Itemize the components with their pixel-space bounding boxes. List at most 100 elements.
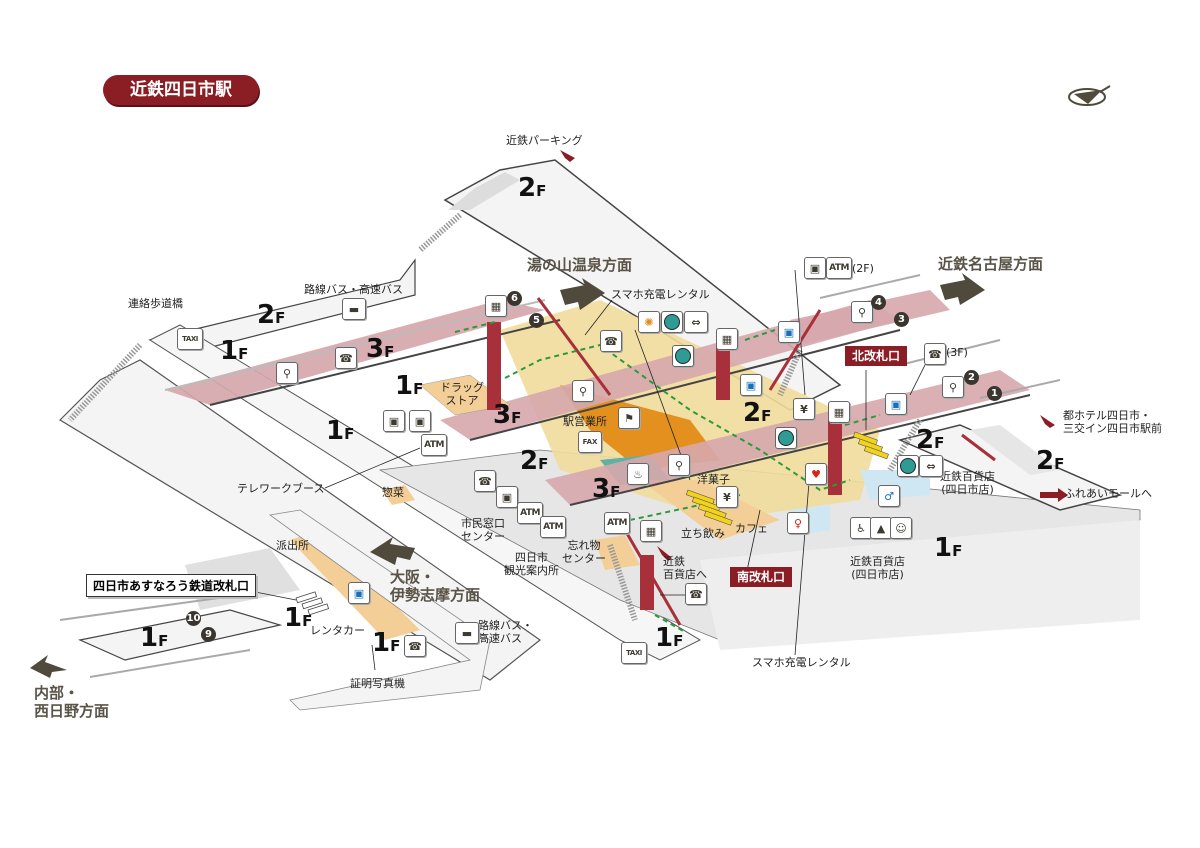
floor-number: 3 <box>592 474 610 504</box>
ticket-machine-icon: ▣ <box>409 410 431 432</box>
arrow-yunoyama <box>560 278 605 310</box>
floor-suffix: F <box>536 182 546 200</box>
floor-number: 1 <box>284 603 302 633</box>
phone-icon: ☎ <box>335 347 357 369</box>
arrow-dept-store <box>657 546 672 561</box>
label-drugstore: ドラッグ ストア <box>440 381 484 407</box>
label-cafe: カフェ <box>735 522 768 535</box>
floor-suffix: F <box>761 407 771 425</box>
restroom-icon: ⚲ <box>572 380 594 402</box>
label-phone-floor: (3F) <box>946 346 968 359</box>
locker-icon: ▣ <box>740 374 762 396</box>
ticket-machine-icon: ▣ <box>383 410 405 432</box>
floor-label-2f-dept: 2F <box>1036 446 1064 476</box>
taxi-icon: TAXI <box>177 328 203 350</box>
label-dept-store-2f: 近鉄百貨店 (四日市店) <box>940 470 995 496</box>
floor-suffix: F <box>384 343 394 361</box>
arrow-parking <box>560 150 575 162</box>
label-phone-rental-top: スマホ充電レンタル <box>611 288 710 301</box>
lounge-icon <box>775 427 797 449</box>
label-hotel: 都ホテル四日市・ 三交イン四日市駅前 <box>1063 409 1162 435</box>
station-office-icon: ⚑ <box>618 407 640 429</box>
escalators <box>536 297 996 626</box>
floor-label-1f-dept: 1F <box>934 533 962 563</box>
floor-label-2f-bus: 2F <box>257 300 285 330</box>
floor-number: 1 <box>372 628 390 658</box>
floor-suffix: F <box>413 380 423 398</box>
smoking-icon: ♨ <box>627 463 649 485</box>
direction-arrows <box>30 273 985 678</box>
platform-10: 10 <box>186 611 201 626</box>
baby-care-icon: ☺ <box>890 517 912 539</box>
wide-gate-icon: ⇔ <box>684 311 708 333</box>
floor-number: 2 <box>518 173 536 203</box>
floor-number: 3 <box>366 334 384 364</box>
label-tourist-info: 四日市 観光案内所 <box>504 551 559 577</box>
floor-number: 1 <box>655 623 673 653</box>
wide-gate-icon: ⇔ <box>919 455 943 477</box>
label-rentacar: レンタカー <box>310 624 365 637</box>
floor-suffix: F <box>610 483 620 501</box>
direction-nagoya: 近鉄名古屋方面 <box>938 255 1044 273</box>
floor-label-3f-left: 3F <box>366 334 394 364</box>
phone-icon: ☎ <box>685 583 707 605</box>
floor-label-1f-center: 1F <box>326 418 354 444</box>
label-police: 派出所 <box>276 539 309 552</box>
arrow-osaka <box>370 537 415 565</box>
lounge-icon <box>897 455 919 477</box>
floor-number: 1 <box>395 371 413 401</box>
ostomate-icon: ▲ <box>870 517 892 539</box>
restroom-icon: ⚲ <box>942 376 964 398</box>
elevator-icon: ▦ <box>716 328 738 350</box>
exit-arrows <box>560 150 1068 561</box>
label-telework: テレワークブース <box>237 482 325 495</box>
asunarou-gate-label: 四日市あすなろう鉄道改札口 <box>86 574 257 597</box>
floor-number: 2 <box>520 446 538 476</box>
floor-label-3f-mid: 3F <box>493 400 521 430</box>
floor-suffix: F <box>238 345 248 363</box>
restroom-icon: ⚲ <box>276 362 298 384</box>
leader-lines <box>234 269 936 671</box>
floor-number: 2 <box>743 398 761 428</box>
platform-2: 2 <box>964 370 979 385</box>
phone-icon: ☎ <box>924 343 946 365</box>
atm-icon: ATM <box>421 434 447 456</box>
yen-fare-adjust-icon: ¥ <box>716 486 738 508</box>
floor-suffix: F <box>673 632 683 650</box>
locker-icon: ▣ <box>885 393 907 415</box>
arrow-fureai <box>1040 488 1068 502</box>
floor-number: 3 <box>493 400 511 430</box>
atm-icon: ATM <box>540 516 566 538</box>
floor-suffix: F <box>511 409 521 427</box>
label-dept-store-1f: 近鉄百貨店 (四日市店) <box>850 555 905 581</box>
floor-label-2f-parking: 2F <box>518 173 546 203</box>
restroom-icon: ⚲ <box>668 454 690 476</box>
platform-3: 3 <box>894 312 909 327</box>
lounge-icon <box>672 345 694 367</box>
floor-suffix: F <box>302 612 312 630</box>
platform-6: 6 <box>507 291 522 306</box>
toilet-female-icon: ♀ <box>787 512 809 534</box>
north-gate-label: 北改札口 <box>845 346 908 367</box>
platform-5: 5 <box>529 313 544 328</box>
floor-suffix: F <box>538 455 548 473</box>
atm-icon: ATM <box>517 502 543 524</box>
toilet-male-icon: ♂ <box>878 485 900 507</box>
dept-store-2f <box>897 424 1123 511</box>
floor-number: 2 <box>1036 446 1054 476</box>
floor-label-1f-taxi: 1F <box>220 338 248 364</box>
arrow-utsube <box>30 655 67 678</box>
atm-icon: ATM <box>826 257 852 279</box>
label-lost-found: 忘れ物 センター <box>562 539 606 565</box>
elevator-shafts <box>487 322 842 610</box>
aed-icon: ♥ <box>805 463 827 485</box>
floor-suffix: F <box>934 434 944 452</box>
label-standing-bar: 立ち飲み <box>681 527 725 540</box>
lost-found-area <box>595 535 640 570</box>
station-title: 近鉄四日市駅 <box>103 75 259 105</box>
restroom-icon: ⚲ <box>851 301 873 323</box>
floor-number: 2 <box>257 300 275 330</box>
ticket-machine-icon: ▣ <box>804 257 826 279</box>
floor-number: 1 <box>934 533 952 563</box>
label-citizen-window: 市民窓口 センター <box>461 517 505 543</box>
